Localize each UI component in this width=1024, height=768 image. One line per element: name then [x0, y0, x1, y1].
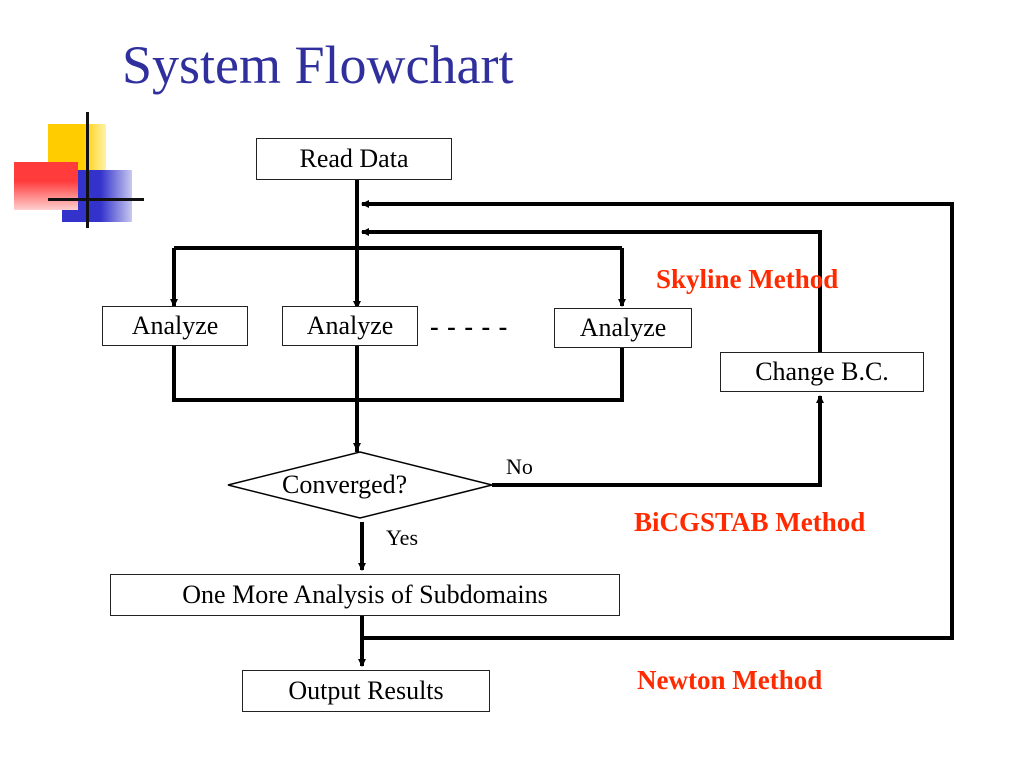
one-more-analysis-node: One More Analysis of Subdomains: [110, 574, 620, 616]
converged-diamond: [227, 451, 493, 519]
analyze-label-3: Analyze: [579, 313, 667, 342]
change-bc-label: Change B.C.: [755, 357, 889, 386]
yes-label: Yes: [386, 525, 419, 550]
deco-vertical-line: [86, 112, 89, 228]
read-data-node: Read Data: [256, 138, 452, 180]
analyze-label-2: Analyze: [306, 311, 394, 340]
converged-label: Converged?: [282, 470, 408, 499]
analyze-label-1: Analyze: [131, 311, 219, 340]
page-title: System Flowchart: [122, 35, 514, 95]
deco-red-square: [14, 162, 78, 210]
deco-horizontal-line: [48, 198, 144, 201]
one-more-analysis-label: One More Analysis of Subdomains: [182, 580, 548, 609]
output-results-node: Output Results: [242, 670, 490, 712]
newton-method-label: Newton Method: [637, 665, 823, 695]
collection-bar: [172, 346, 624, 402]
output-results-label: Output Results: [288, 676, 444, 705]
outer-loop-line: [361, 200, 954, 640]
no-branch-line: [492, 395, 824, 487]
read-data-label: Read Data: [299, 144, 409, 173]
loop-back-line: [361, 228, 822, 352]
analyze-node-2: Analyze: [282, 306, 418, 346]
no-label: No: [506, 454, 533, 479]
analyze-ellipsis: - - - - -: [430, 312, 509, 341]
skyline-method-label: Skyline Method: [656, 264, 839, 294]
change-bc-node: Change B.C.: [720, 352, 924, 392]
analyze-node-1: Analyze: [102, 306, 248, 346]
analyze-node-3: Analyze: [554, 308, 692, 348]
bicgstab-method-label: BiCGSTAB Method: [634, 507, 866, 537]
